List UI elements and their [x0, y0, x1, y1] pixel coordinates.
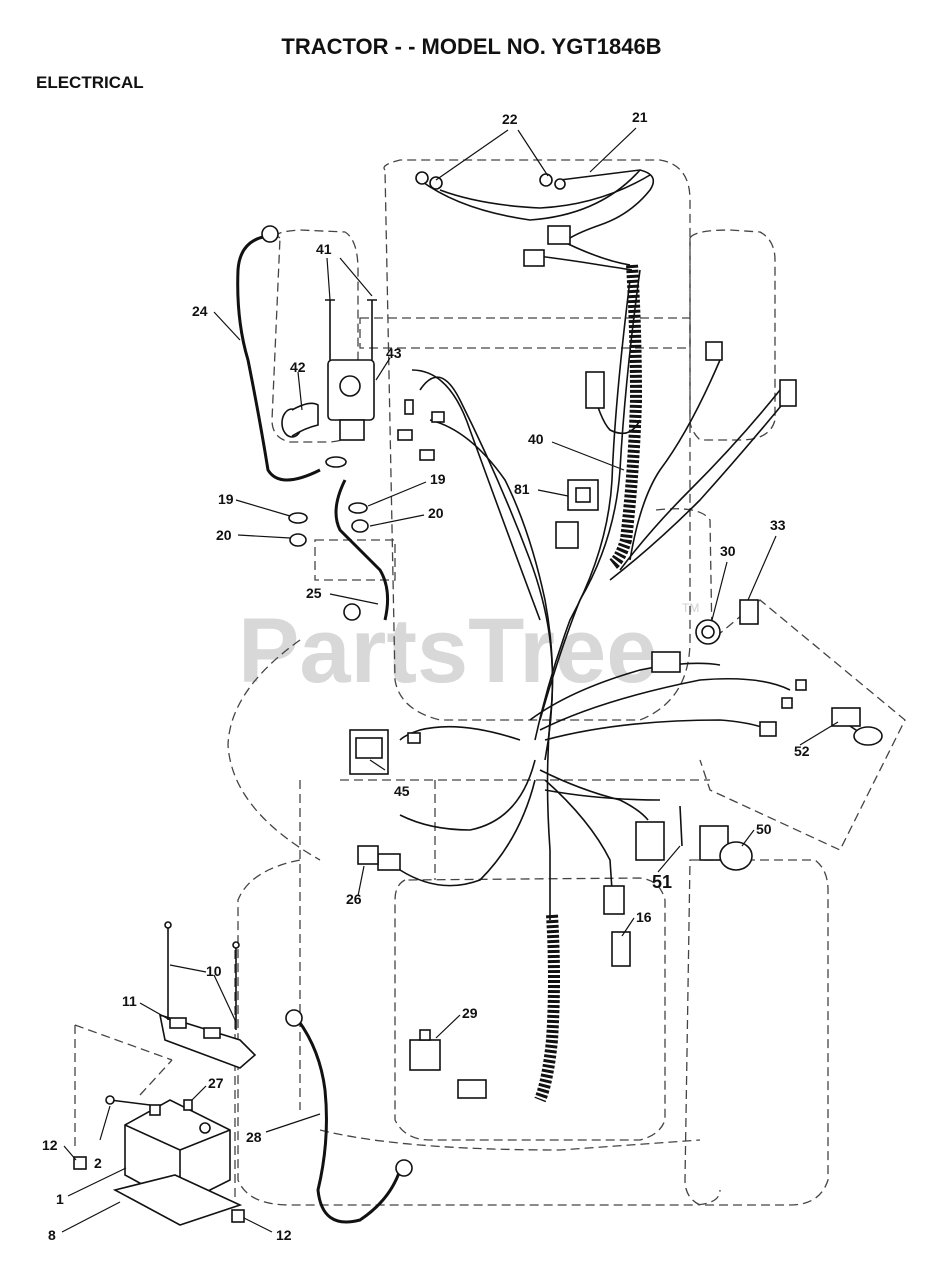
page-title: TRACTOR - - MODEL NO. YGT1846B [281, 34, 662, 59]
callout-1: 1 [56, 1191, 64, 1207]
callout-2: 2 [94, 1155, 102, 1171]
callout-81: 81 [514, 481, 530, 497]
section-title: ELECTRICAL [36, 73, 144, 92]
callout-27: 27 [208, 1075, 224, 1091]
callout-43: 43 [386, 345, 402, 361]
harness-conduit-40 [534, 264, 643, 1103]
watermark-text: PartsTree [238, 600, 657, 702]
switch-30 [695, 619, 721, 645]
tractor-outline [74, 159, 906, 1206]
callout-12-left: 12 [42, 1137, 58, 1153]
callout-42: 42 [290, 359, 306, 375]
callout-30: 30 [720, 543, 736, 559]
ground-cables [236, 225, 413, 1224]
leader-lines [61, 127, 839, 1233]
callout-50: 50 [756, 821, 772, 837]
ignition-switch-50 [699, 825, 753, 871]
callout-21: 21 [632, 109, 648, 125]
starter-solenoid-43 [325, 299, 377, 441]
callout-25: 25 [306, 585, 322, 601]
part-51 [679, 805, 683, 847]
switch-29 [409, 1029, 441, 1071]
callout-24: 24 [192, 303, 208, 319]
battery-hold-down-11 [158, 1013, 257, 1069]
callout-29: 29 [462, 1005, 478, 1021]
callout-52: 52 [794, 743, 810, 759]
washers-nuts [288, 456, 369, 547]
callout-20-left: 20 [216, 527, 232, 543]
nut-12 [73, 1156, 245, 1223]
headlights-22 [415, 171, 566, 190]
boot-42 [281, 402, 319, 438]
bolt-2 [105, 1095, 151, 1106]
callout-41: 41 [316, 241, 332, 257]
callout-51: 51 [652, 872, 672, 892]
callout-28: 28 [246, 1129, 262, 1145]
callout-19-left: 19 [218, 491, 234, 507]
battery-tray-8 [112, 1174, 243, 1226]
callout-10: 10 [206, 963, 222, 979]
relay-81 [567, 479, 599, 511]
nut-27 [183, 1099, 193, 1111]
callout-33: 33 [770, 517, 786, 533]
harness-connectors [377, 225, 807, 1099]
callout-12-right: 12 [276, 1227, 292, 1243]
callout-19-right: 19 [430, 471, 446, 487]
callout-8: 8 [48, 1227, 56, 1243]
switch-33 [739, 599, 759, 625]
fuse-52 [831, 707, 883, 746]
callout-16: 16 [636, 909, 652, 925]
callout-22: 22 [502, 111, 518, 127]
hour-meter-45 [349, 729, 389, 775]
switch-26 [357, 845, 379, 865]
callout-40: 40 [528, 431, 544, 447]
callout-26: 26 [346, 891, 362, 907]
battery-1 [124, 1099, 231, 1206]
callout-11: 11 [122, 993, 137, 1009]
callout-20-right: 20 [428, 505, 444, 521]
watermark-tm: TM [682, 601, 699, 615]
rods-10 [164, 921, 240, 1030]
callout-45: 45 [394, 783, 410, 799]
callout-labels: 22 21 41 24 42 43 40 81 19 19 20 20 33 3… [42, 109, 810, 1243]
